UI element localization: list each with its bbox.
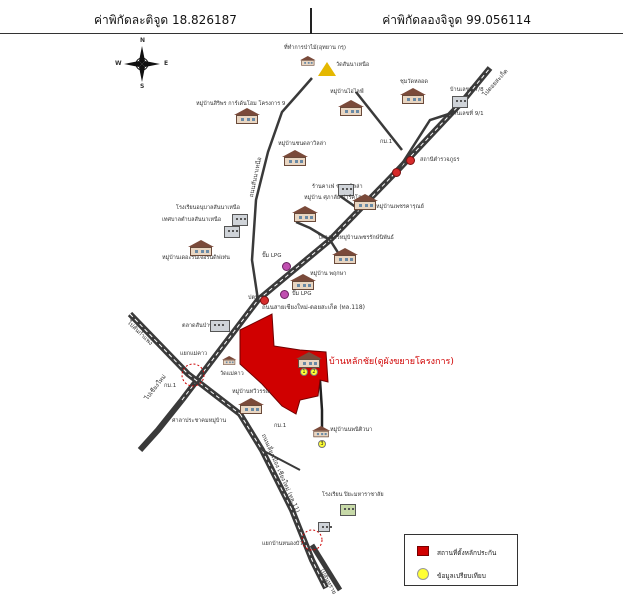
label-village-ringer: หมู่บ้านเดอะรินเจอรันดิฟเท่น bbox=[162, 255, 230, 261]
house-icon-village-9 bbox=[312, 426, 331, 438]
label-forest-office: ที่ทำการป่าไม้(อุทยาน กรุ) bbox=[284, 45, 347, 51]
label-temple-maekhao: วัดแม่คาว bbox=[220, 371, 244, 377]
school-icon bbox=[232, 214, 248, 226]
label-lpg-2: ปั๊ม LPG bbox=[292, 291, 312, 297]
sannanuea-road bbox=[250, 77, 313, 301]
gas-station-icon-1 bbox=[406, 156, 415, 165]
label-project: โครงการหมู่บ้านเพชรรักษ์นิพันธ์ bbox=[318, 235, 394, 241]
market-icon bbox=[210, 320, 230, 332]
compass-e: E bbox=[164, 60, 169, 67]
longitude-label: ค่าพิกัดลองจิจูด 99.056114 bbox=[382, 13, 531, 27]
bypass-road-center bbox=[239, 413, 327, 589]
map-legend: สถานที่ตั้งหลักประกัน ข้อมูลเปรียบเทียบ bbox=[404, 534, 518, 586]
label-village-siriporn: หมู่บ้านสิริพร การ์เด้นโฮม โครงการ 9 bbox=[196, 101, 286, 107]
soi-left-1 bbox=[295, 220, 331, 242]
house-icon-tr-1 bbox=[400, 88, 426, 104]
house-icon-village-3 bbox=[282, 150, 308, 166]
gov-office-icon bbox=[224, 226, 240, 238]
label-km-2: กม.1 bbox=[164, 383, 177, 389]
house-icon-village-2 bbox=[338, 100, 364, 116]
label-site: บ้านหลักชัย(ดูผังขยายโครงการ) bbox=[329, 357, 454, 367]
intersection-marker-1 bbox=[181, 363, 205, 387]
label-house-tr-1: ชุมวัดหลอด bbox=[400, 79, 428, 85]
bypass-road bbox=[237, 412, 329, 590]
legend-compare-label: ข้อมูลเปรียบเทียบ bbox=[437, 572, 486, 580]
label-market: ตลาดสันป่าข่อย bbox=[182, 323, 220, 329]
label-km-3: กม.1 bbox=[274, 423, 287, 429]
label-school: โรงเรียนอนุบาลสันนาเหนือ bbox=[176, 205, 240, 211]
building-icon-tr-2 bbox=[452, 96, 468, 108]
label-village-petchkarun: หมู่บ้านเพชรคารุณย์ bbox=[376, 204, 424, 210]
forest-office-icon bbox=[300, 56, 316, 66]
lpg-icon-1 bbox=[282, 262, 291, 271]
house-icon-village-4 bbox=[352, 194, 378, 210]
road-to-chiangmai bbox=[137, 398, 185, 453]
label-intersection-nongbua: แยกบ้านหนองบัว bbox=[262, 541, 303, 547]
site-access bbox=[318, 379, 324, 428]
label-sala: ศาลาประชาคมหมู่บ้าน bbox=[172, 418, 227, 424]
label-km: กม.1 bbox=[380, 139, 393, 145]
collateral-site bbox=[239, 313, 329, 415]
label-gov-office: เทศบาลตำบลสันนาเหนือ bbox=[162, 217, 222, 223]
hotel-icon bbox=[318, 522, 330, 532]
temple-icon bbox=[318, 62, 336, 76]
compare-dot-3: 3 bbox=[318, 440, 326, 448]
house-icon-project bbox=[332, 248, 358, 264]
compass-s: S bbox=[140, 83, 145, 90]
label-police: สถานีตำรวจภูธร bbox=[420, 157, 460, 163]
label-main-road: ถนนสายเชียงใหม่-ดอยสะเก็ด (ทล.118) bbox=[262, 304, 366, 311]
temple-low-icon bbox=[222, 356, 237, 365]
gas-station-icon-2 bbox=[392, 168, 401, 177]
label-village-thawiwan: หมู่บ้านทวีวรรณ bbox=[232, 389, 271, 395]
header-divider bbox=[310, 8, 312, 34]
gas-station-icon-3 bbox=[260, 296, 269, 305]
compare-dot-1: 1 bbox=[300, 368, 308, 376]
compass-rose bbox=[124, 46, 160, 82]
label-village-ilife: หมู่บ้านไอไลฟ์ bbox=[330, 89, 364, 95]
house-icon-village-7 bbox=[290, 274, 316, 290]
label-temple-sannanuea: วัดสันนาเหนือ bbox=[336, 62, 370, 68]
soi-right-2 bbox=[396, 110, 456, 171]
label-village-chondala: หมู่บ้านชนดลาวิลล่า bbox=[278, 141, 327, 147]
label-intersection-maekhao: แยกแม่คาว bbox=[180, 351, 208, 357]
label-lpg-1: ปั๊ม LPG bbox=[262, 253, 282, 259]
school-low-icon bbox=[340, 504, 356, 516]
label-village-pruksa: หมู่บ้าน พฤกษา bbox=[310, 271, 347, 277]
legend-site-swatch bbox=[417, 546, 429, 556]
label-village-supalai: หมู่บ้าน ศุภาลัย ปาร์คโฮม bbox=[304, 195, 366, 201]
cafe-icon bbox=[338, 184, 354, 196]
house-icon-village-5 bbox=[188, 240, 214, 256]
coordinate-header: ค่าพิกัดละติจูด 18.826187 ค่าพิกัดลองจิจ… bbox=[0, 0, 623, 34]
bypass-branch bbox=[309, 543, 343, 592]
house-icon-village-1 bbox=[234, 108, 260, 124]
compass-n: N bbox=[140, 37, 146, 44]
house-icon-village-8 bbox=[238, 398, 264, 414]
compare-dot-2: 2 bbox=[310, 368, 318, 376]
latitude-label: ค่าพิกัดละติจูด 18.826187 bbox=[94, 13, 237, 27]
intersection-marker-2 bbox=[301, 529, 323, 551]
cross-road-center bbox=[129, 313, 241, 415]
label-cafe: ร้านคาเฟ่ ชลลาวิลล่า bbox=[312, 184, 363, 190]
local-road-lower bbox=[261, 449, 301, 471]
label-school-low: โรงเรียน ปิยะมหาราชาลัย bbox=[322, 492, 384, 498]
compass-w: W bbox=[115, 60, 122, 67]
house-icon-village-6 bbox=[292, 206, 318, 222]
label-house-tr-3: บ้านเลขที่ 9/1 bbox=[450, 111, 484, 117]
site-house-icon bbox=[296, 352, 322, 368]
lpg-icon-2 bbox=[280, 290, 289, 299]
label-house-tr-2: บ้านเลขที่ 7/8 bbox=[450, 87, 484, 93]
label-village-noppaniti: หมู่บ้านนพนิติวนา bbox=[330, 427, 373, 433]
legend-compare-swatch bbox=[417, 568, 429, 580]
label-ptt: ปตท. bbox=[248, 295, 261, 301]
legend-site-label: สถานที่ตั้งหลักประกัน bbox=[437, 549, 497, 557]
